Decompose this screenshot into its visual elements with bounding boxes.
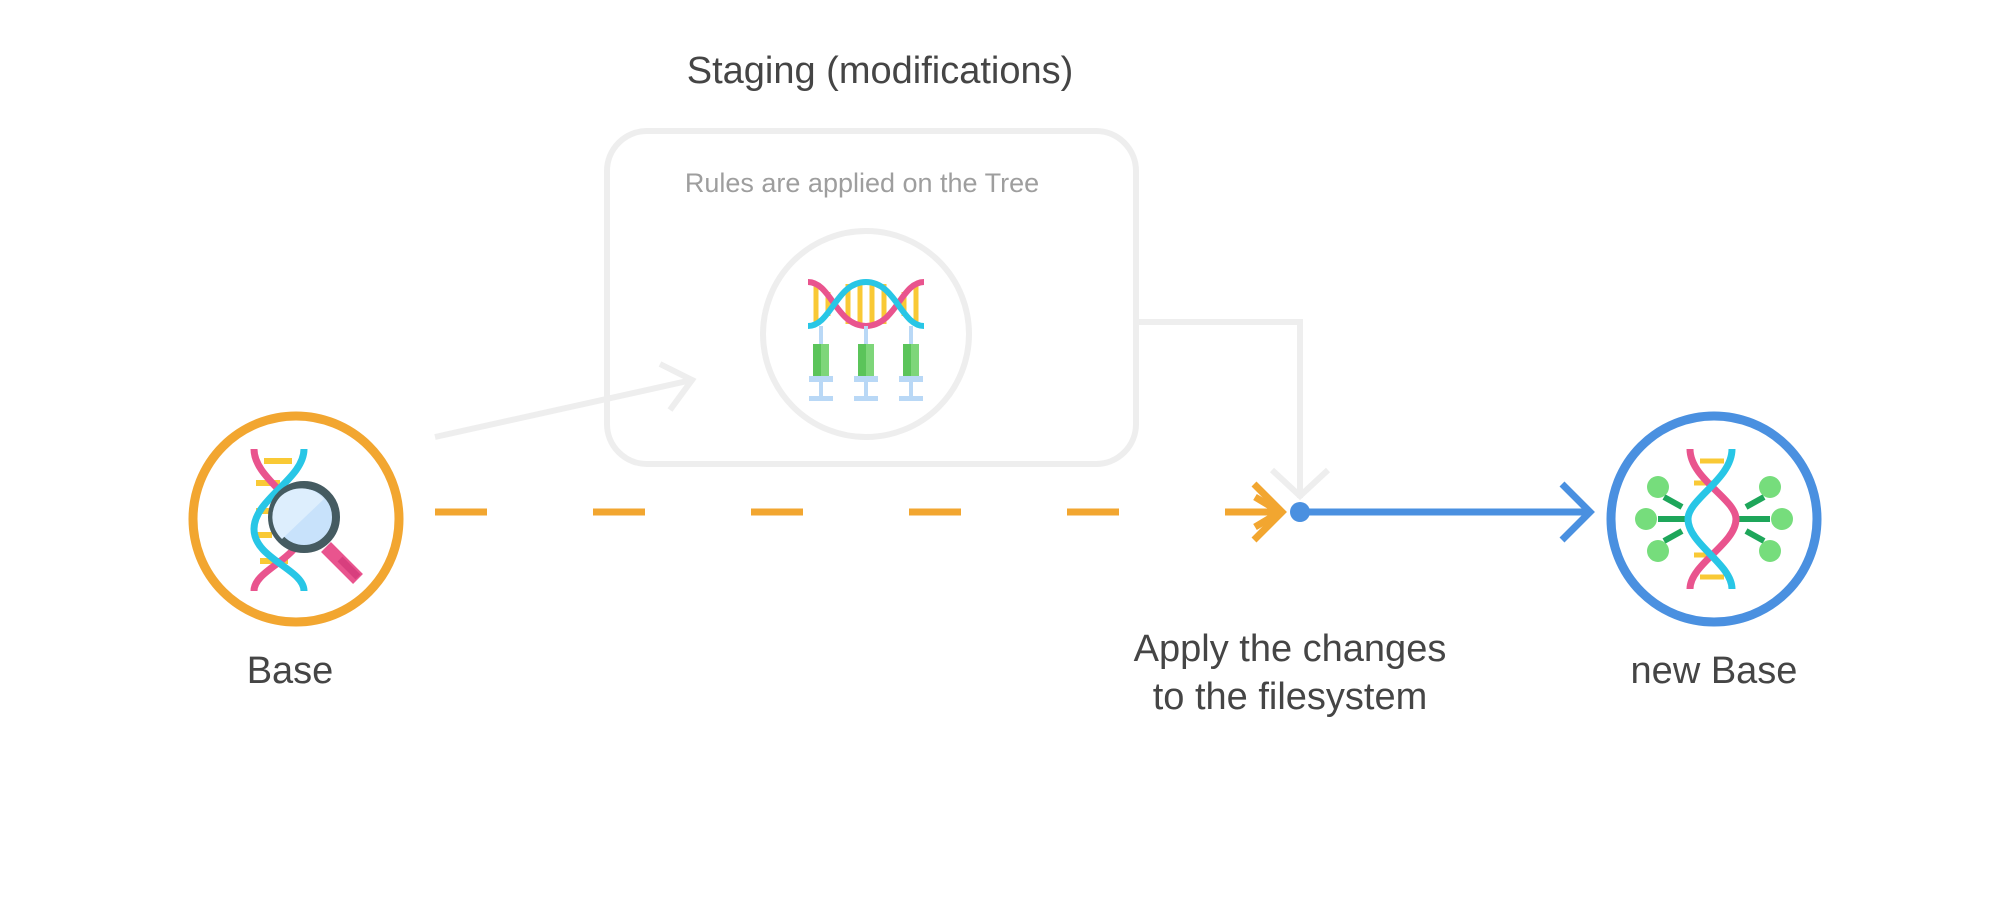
junction-dot (1290, 502, 1310, 522)
orange-chevron (1251, 481, 1287, 543)
staging-to-junction-arrowhead (1269, 467, 1331, 501)
staging-title: Staging (modifications) (686, 50, 1074, 92)
to-staging-arrowhead (658, 361, 697, 412)
apply-changes-line-2: to the filesystem (1152, 676, 1428, 718)
dna-network-icon (1635, 448, 1793, 590)
staging-box (604, 128, 1139, 467)
dna-magnifier-icon (250, 448, 363, 592)
apply-changes-label: Apply the changes to the filesystem (1090, 625, 1490, 721)
blue-chevron (1559, 481, 1595, 543)
staging-to-junction-connector (1136, 319, 1303, 498)
to-staging-arrow (434, 377, 693, 440)
apply-changes-line-1: Apply the changes (1133, 628, 1447, 670)
new-base-label: new Base (1630, 650, 1798, 692)
staging-circle (760, 228, 972, 440)
dna-syringes-icon (807, 278, 925, 401)
base-label: Base (246, 650, 334, 692)
staging-caption: Rules are applied on the Tree (684, 168, 1040, 198)
new-base-circle (1606, 411, 1822, 627)
